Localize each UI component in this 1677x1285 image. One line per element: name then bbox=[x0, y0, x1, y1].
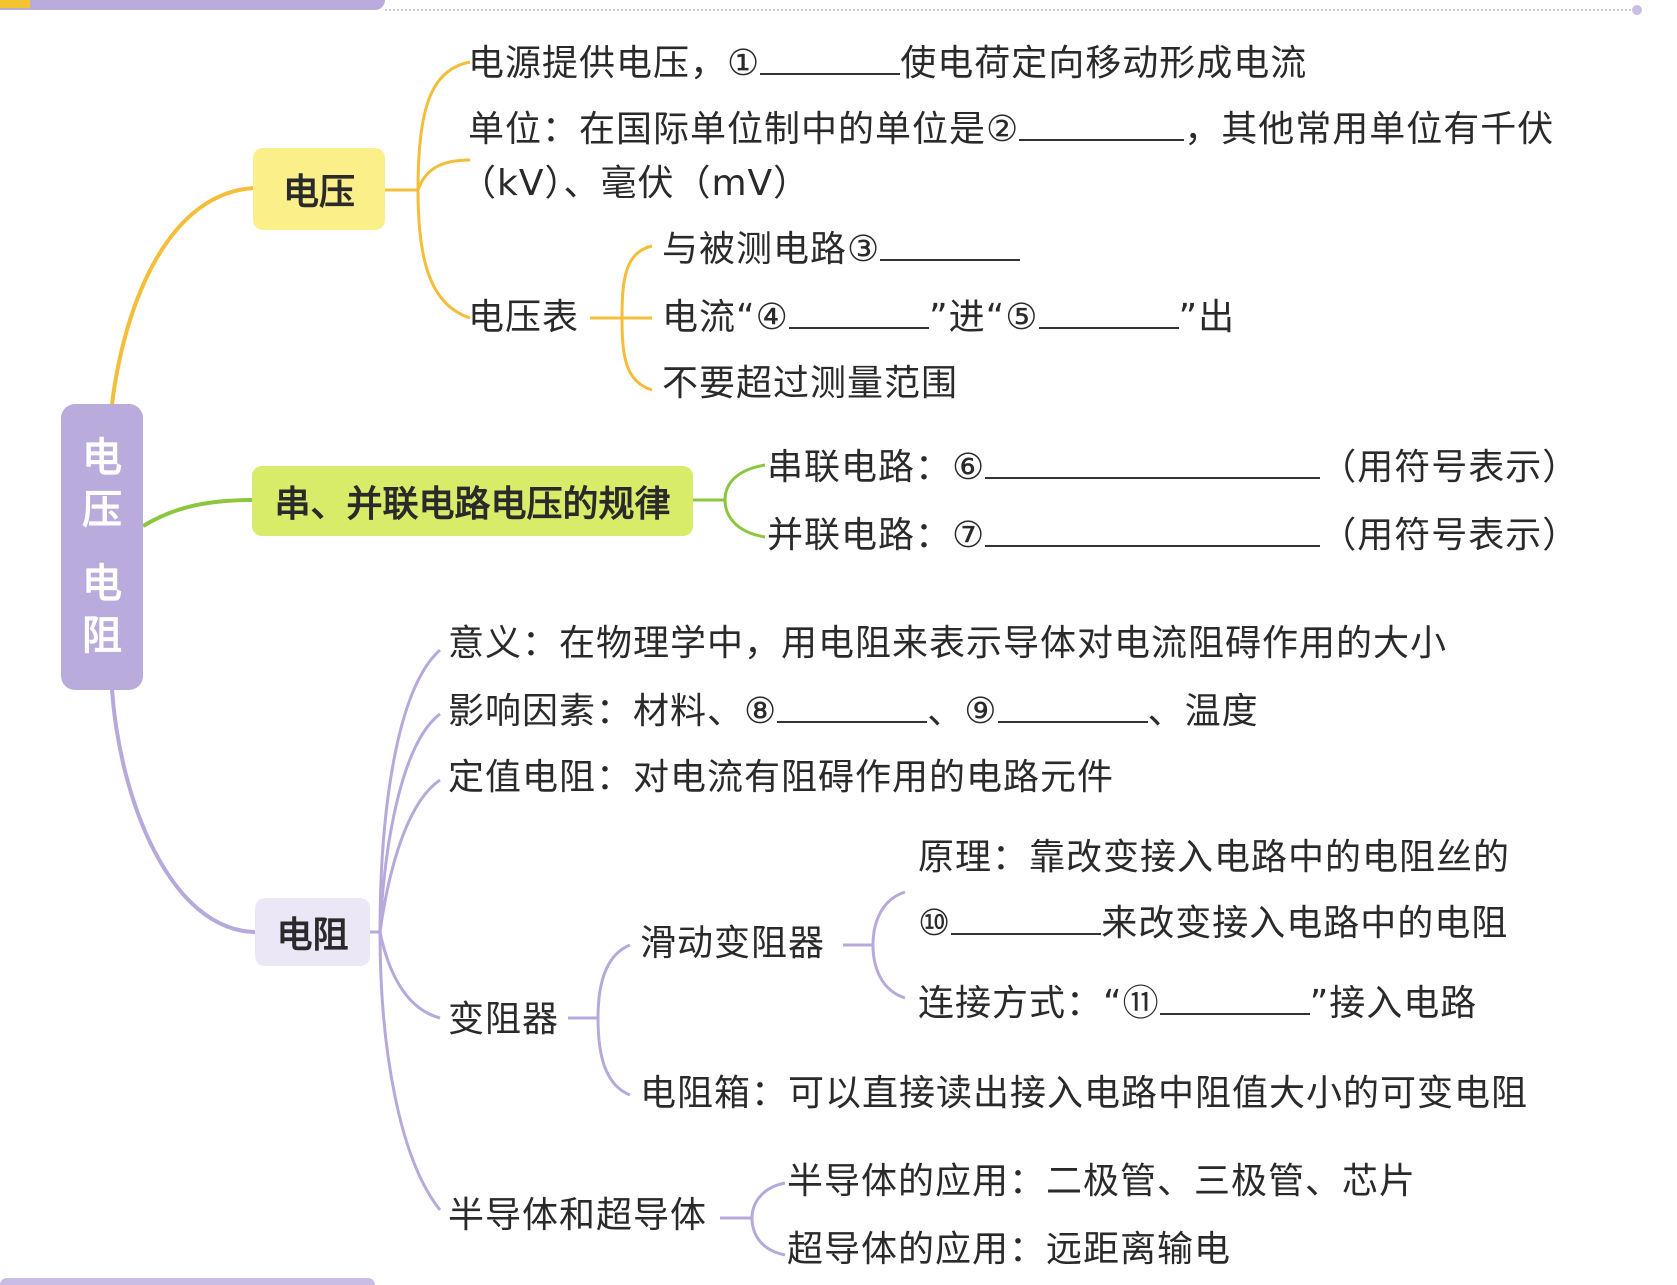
blank-3[interactable] bbox=[880, 229, 1021, 261]
section-header-accent bbox=[0, 0, 30, 8]
blank-2[interactable] bbox=[1019, 109, 1185, 141]
header-dotted-rule bbox=[385, 9, 1635, 11]
next-section-bar bbox=[0, 1278, 375, 1285]
series-circuit-line: 串联电路：⑥（用符号表示） bbox=[767, 447, 1580, 488]
blank-8[interactable] bbox=[777, 691, 928, 723]
series-parallel-node: 串、并联电路电压的规律 bbox=[252, 466, 693, 536]
branch-root-voltage bbox=[110, 186, 256, 405]
semiconductor-application: 半导体的应用：二极管、三极管、芯片 bbox=[787, 1161, 1417, 1202]
voltmeter-item-connect: 与被测电路③ bbox=[662, 228, 1021, 272]
superconductor-application: 超导体的应用：远距离输电 bbox=[787, 1229, 1232, 1270]
resistance-factors: 影响因素：材料、⑧、⑨、温度 bbox=[448, 691, 1259, 732]
blank-4[interactable] bbox=[788, 297, 929, 329]
header-rule-dot bbox=[1632, 5, 1642, 15]
voltmeter-label: 电压表 bbox=[468, 297, 580, 338]
root-char: 压 bbox=[82, 487, 122, 533]
branch-series-children bbox=[723, 463, 766, 539]
slide-principle-line: 原理：靠改变接入电路中的电阻丝的 bbox=[918, 837, 1511, 878]
branch-root-series bbox=[141, 498, 253, 528]
section-header-bar bbox=[0, 0, 385, 10]
root-char: 电 bbox=[82, 561, 122, 607]
branch-semi-children bbox=[750, 1181, 786, 1257]
resistance-node: 电阻 bbox=[255, 898, 370, 966]
blank-1[interactable] bbox=[760, 43, 901, 75]
root-char: 电 bbox=[82, 435, 122, 481]
blank-7[interactable] bbox=[985, 515, 1321, 547]
branch-resistance-children bbox=[378, 648, 442, 1211]
root-char: 阻 bbox=[82, 613, 122, 659]
blank-9[interactable] bbox=[997, 691, 1148, 723]
voltage-node: 电压 bbox=[253, 148, 385, 230]
blank-6[interactable] bbox=[985, 447, 1321, 479]
resistance-box-line: 电阻箱：可以直接读出接入电路中阻值大小的可变电阻 bbox=[640, 1073, 1529, 1114]
resistance-title: 电阻 bbox=[276, 915, 349, 956]
branch-slide-children bbox=[871, 890, 906, 1000]
slide-connect-line: 连接方式：“⑪”接入电路 bbox=[918, 983, 1478, 1024]
blank-11[interactable] bbox=[1159, 983, 1310, 1015]
blank-10[interactable] bbox=[951, 903, 1102, 935]
blank-5[interactable] bbox=[1038, 297, 1179, 329]
sliding-rheostat-label: 滑动变阻器 bbox=[640, 923, 826, 964]
branch-rheostat-children bbox=[596, 943, 631, 1097]
voltage-unit-line-cont: （kV）、毫伏（mV） bbox=[460, 163, 811, 204]
series-parallel-title: 串、并联电路电压的规律 bbox=[274, 484, 671, 525]
resistance-meaning: 意义：在物理学中，用电阻来表示导体对电流阻碍作用的大小 bbox=[448, 623, 1448, 664]
fixed-resistor-line: 定值电阻：对电流有阻碍作用的电路元件 bbox=[448, 757, 1115, 798]
rheostat-label: 变阻器 bbox=[448, 999, 560, 1040]
root-node: 电 压 电 阻 bbox=[61, 404, 143, 690]
parallel-circuit-line: 并联电路：⑦（用符号表示） bbox=[767, 515, 1580, 556]
voltage-title: 电压 bbox=[282, 172, 355, 213]
voltmeter-item-range: 不要超过测量范围 bbox=[662, 363, 959, 404]
voltmeter-item-direction: 电流“④”进“⑤”出 bbox=[662, 297, 1236, 338]
voltage-unit-line: 单位：在国际单位制中的单位是②，其他常用单位有千伏 bbox=[468, 109, 1555, 150]
semiconductor-label: 半导体和超导体 bbox=[448, 1195, 708, 1236]
branch-root-resistance bbox=[110, 689, 256, 934]
